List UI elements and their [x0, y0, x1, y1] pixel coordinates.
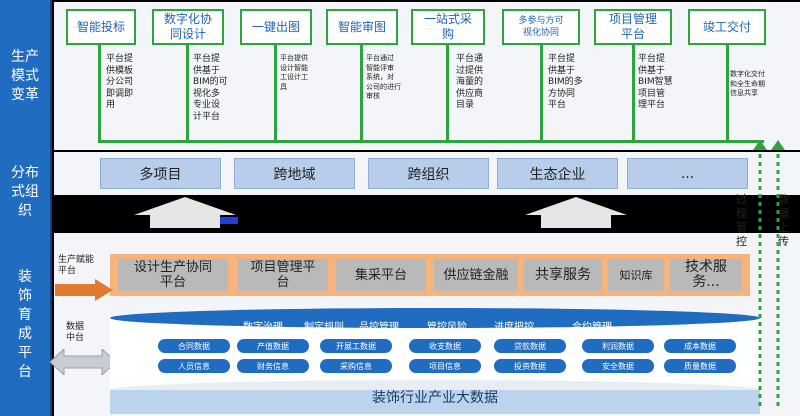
topic-quality: 品控管理	[359, 322, 399, 333]
step-visual-collaboration: 多参与方可 视化协同	[502, 9, 580, 45]
up-arrow-left	[134, 197, 236, 228]
green-connector-6	[540, 45, 543, 142]
data-pill: 开展工数据	[320, 339, 392, 353]
data-pill: 产值数据	[237, 339, 309, 353]
step-one-stop-purchase: 一站式采 购	[411, 9, 485, 45]
data-pill: 安全数据	[582, 359, 654, 373]
data-pill: 人员信息	[158, 359, 230, 373]
module-shared-service: 共享服务	[524, 259, 602, 291]
data-pill: 收支数据	[409, 339, 481, 353]
step-smart-review: 智能审图	[326, 9, 398, 45]
topic-risk: 管控风险	[427, 322, 467, 333]
green-connector-4	[360, 45, 363, 142]
green-connector-1	[98, 45, 101, 142]
step-one-click-drawing: 一键出图	[240, 9, 312, 45]
green-connector-2	[186, 45, 189, 142]
step-desc-2: 平台提 供基于 BIM的可 视化多 专业设 计平台	[193, 54, 228, 122]
topic-progress: 进度把控	[494, 322, 534, 333]
step-desc-3: 平台提供 设计智能 工设计工 具	[280, 54, 308, 91]
feedback-arrows	[753, 140, 785, 408]
data-center-label: 数据 中台	[66, 322, 85, 343]
dist-multi-project: 多项目	[100, 158, 221, 189]
green-connector-3	[274, 45, 277, 142]
step-digital-design: 数字化协 同设计	[152, 9, 224, 45]
topic-digital-governance: 数字治理	[243, 322, 283, 333]
step-desc-8: 数字化交付 和全生命期 信息共享	[730, 70, 765, 97]
data-pill: 项目信息	[409, 359, 481, 373]
data-pill: 财务信息	[237, 359, 309, 373]
row-label-platform: 装 饰 育 成 平 台	[0, 233, 52, 416]
data-pill: 利润数据	[582, 339, 654, 353]
dist-cross-org: 跨组织	[368, 158, 489, 189]
dist-more: ...	[627, 158, 748, 189]
big-data-label: 装饰行业产业大数据	[372, 390, 498, 406]
green-connector-5	[446, 45, 449, 142]
module-tech-service: 技术服 务...	[670, 259, 742, 291]
row-label-distributed: 分布 式组 织	[0, 152, 52, 233]
green-connector-line	[98, 140, 764, 143]
module-project-mgmt: 项目管理平 台	[238, 259, 328, 291]
data-pill: 质量数据	[664, 359, 736, 373]
step-completion-delivery: 竣工交付	[688, 9, 766, 45]
step-desc-5: 平台通 过提供 海量的 供应商 目录	[456, 54, 484, 110]
data-cylinder	[110, 308, 760, 414]
module-knowledge: 知识库	[608, 259, 664, 291]
orange-arrow	[55, 279, 113, 301]
module-supply-finance: 供应链金融	[434, 259, 518, 291]
dist-cross-region: 跨地域	[234, 158, 355, 189]
topic-contract: 合约管理	[572, 322, 612, 333]
blue-marker	[220, 217, 238, 224]
green-connector-8	[726, 45, 729, 142]
step-desc-6: 平台提 供基于 BIM的多 方协同 平台	[548, 54, 583, 110]
module-design-collab: 设计生产协同 平台	[118, 259, 228, 291]
step-desc-7: 平台提 供基于 BIM智慧 项目管 理平台	[638, 54, 673, 110]
data-pill: 合同数据	[158, 339, 230, 353]
green-connector-7	[632, 45, 635, 142]
data-pill: 采购信息	[320, 359, 392, 373]
enable-label: 生产赋能 平台	[58, 255, 95, 276]
topic-rules: 制定规则	[304, 322, 344, 333]
process-control-label: 过 程 管 控	[736, 193, 747, 248]
data-pill: 贷款数据	[494, 339, 566, 353]
step-smart-bidding: 智能投标	[66, 9, 136, 45]
step-desc-1: 平台提 供模板 分公司 即调即 用	[106, 54, 134, 110]
double-arrow	[50, 349, 116, 375]
data-upload-label: 数 据 上 传	[778, 193, 789, 248]
step-desc-4: 平台通过 智能评审 系统，对 公司的进行 审核	[366, 54, 401, 100]
dist-ecosystem: 生态企业	[497, 158, 618, 189]
up-arrow-right	[525, 197, 627, 228]
step-project-management: 项目管理 平台	[594, 9, 672, 45]
data-pill: 成本数据	[664, 339, 736, 353]
up-arrows	[134, 197, 627, 228]
data-pill: 投资数据	[494, 359, 566, 373]
module-procurement: 集采平台	[336, 259, 426, 291]
row-label-production: 生产 模式 变革	[0, 0, 52, 152]
